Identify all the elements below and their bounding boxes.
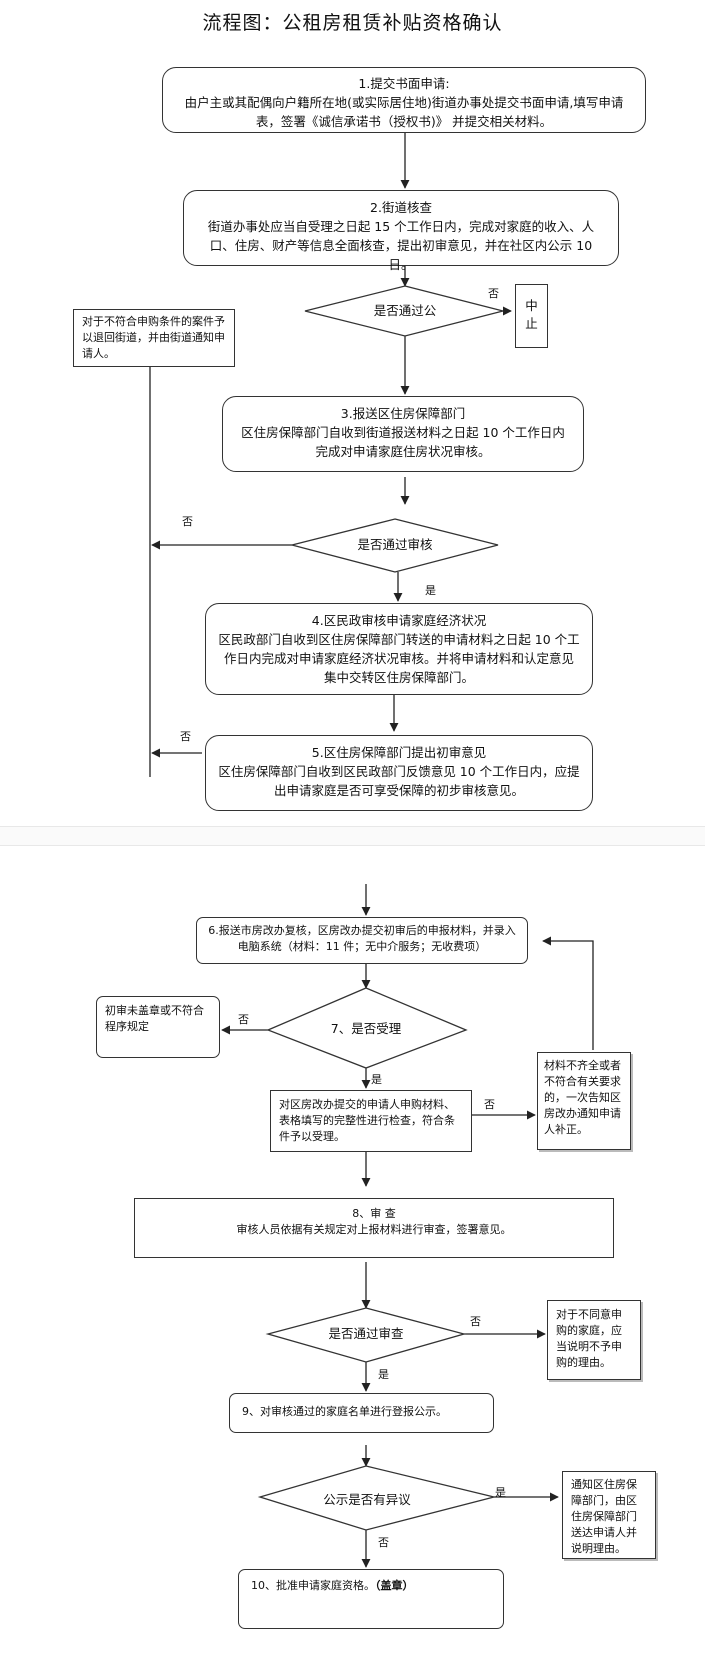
step-10-approve: 10、批准申请家庭资格。（盖章） — [238, 1569, 504, 1629]
label-no-check: 否 — [484, 1098, 495, 1111]
reject-8-text: 对于不同意申购的家庭，应当说明不予申购的理由。 — [556, 1308, 622, 1369]
step-9-text: 9、对审核通过的家庭名单进行登报公示。 — [242, 1405, 447, 1418]
reject-7-text: 初审未盖章或不符合程序规定 — [105, 1004, 204, 1033]
step-6-text: 6.报送市房改办复核，区房改办提交初审后的申报材料，并录入电脑系统（材料：11 … — [208, 924, 516, 953]
label-yes-d8: 是 — [378, 1368, 389, 1381]
decision-diamond-1 — [304, 285, 504, 337]
step-4-civil-affairs: 4.区民政审核申请家庭经济状况 区民政部门自收到区住房保障部门转送的申请材料之日… — [205, 603, 593, 695]
step-10-seal: （盖章） — [375, 1579, 414, 1592]
reject-note-box: 对于不符合申购条件的案件予以退回街道，并由街道通知申请人。 — [73, 309, 235, 367]
step-3-heading: 3.报送区住房保障部门 — [340, 406, 466, 421]
step-10-text: 10、批准申请家庭资格。 — [251, 1579, 375, 1592]
step-3-district-housing: 3.报送区住房保障部门 区住房保障部门自收到街道报送材料之日起 10 个工作日内… — [222, 396, 584, 472]
step-2-heading: 2.街道核查 — [370, 200, 432, 215]
decision-diamond-8 — [265, 1307, 467, 1363]
step-2-street-check: 2.街道核查 街道办事处应当自受理之日起 15 个工作日内，完成对家庭的收入、人… — [183, 190, 619, 272]
step-3-body: 区住房保障部门自收到街道报送材料之日起 10 个工作日内完成对申请家庭住房状况审… — [241, 425, 565, 459]
decision-7-text: 7、是否受理 — [330, 1021, 402, 1036]
incomplete-materials-box: 材料不齐全或者不符合有关要求的，一次告知区房改办通知申请人补正。 — [537, 1052, 631, 1150]
objection-notify-box: 通知区住房保障部门，由区住房保障部门送达申请人并说明理由。 — [562, 1471, 656, 1559]
decision-2-text: 是否通过审核 — [357, 537, 433, 552]
reject-note-text: 对于不符合申购条件的案件予以退回街道，并由街道通知申请人。 — [82, 315, 225, 360]
decision-diamond-7 — [266, 987, 468, 1069]
label-no-5: 否 — [180, 730, 191, 743]
objection-notify-text: 通知区住房保障部门，由区住房保障部门送达申请人并说明理由。 — [571, 1478, 637, 1555]
reject-8-box: 对于不同意申购的家庭，应当说明不予申购的理由。 — [547, 1300, 641, 1380]
decision-diamond-9 — [257, 1465, 495, 1531]
page-title: 流程图：公租房租赁补贴资格确认 — [202, 12, 503, 34]
decision-8-text: 是否通过审查 — [328, 1326, 404, 1341]
label-no-d7: 否 — [238, 1013, 249, 1026]
step-5-heading: 5.区住房保障部门提出初审意见 — [311, 745, 487, 760]
step-5-preliminary-opinion: 5.区住房保障部门提出初审意见 区住房保障部门自收到区民政部门反馈意见 10 个… — [205, 735, 593, 811]
step-8-body: 审核人员依据有关规定对上报材料进行审查，签署意见。 — [236, 1223, 512, 1236]
step-6-municipal-review: 6.报送市房改办复核，区房改办提交初审后的申报材料，并录入电脑系统（材料：11 … — [196, 917, 528, 964]
page-break — [0, 826, 705, 846]
step-2-body: 街道办事处应当自受理之日起 15 个工作日内，完成对家庭的收入、人口、住房、财产… — [207, 219, 595, 272]
label-yes-d7: 是 — [371, 1073, 382, 1086]
completeness-check-box: 对区房改办提交的申请人申购材料、表格填写的完整性进行检查，符合条件予以受理。 — [270, 1090, 472, 1152]
step-1-heading: 1.提交书面申请: — [358, 76, 450, 91]
label-no-d1: 否 — [488, 287, 499, 300]
step-8-heading: 8、审 查 — [352, 1207, 396, 1220]
label-no-d9: 否 — [378, 1536, 389, 1549]
reject-7-box: 初审未盖章或不符合程序规定 — [96, 996, 220, 1058]
step-4-heading: 4.区民政审核申请家庭经济状况 — [311, 613, 487, 628]
stop-box: 中止 — [515, 284, 548, 348]
label-yes-d2: 是 — [425, 584, 436, 597]
step-9-publicize: 9、对审核通过的家庭名单进行登报公示。 — [229, 1393, 494, 1433]
stop-text: 中止 — [525, 298, 538, 331]
decision-1-text: 是否通过公 — [373, 303, 437, 318]
step-5-body: 区住房保障部门自收到区民政部门反馈意见 10 个工作日内，应提出申请家庭是否可享… — [218, 764, 580, 798]
label-yes-d9: 是 — [495, 1486, 506, 1499]
label-no-d8: 否 — [470, 1315, 481, 1328]
decision-9-text: 公示是否有异议 — [323, 1492, 411, 1507]
step-1-submit-application: 1.提交书面申请: 由户主或其配偶向户籍所在地(或实际居住地)街道办事处提交书面… — [162, 67, 646, 133]
completeness-check-text: 对区房改办提交的申请人申购材料、表格填写的完整性进行检查，符合条件予以受理。 — [279, 1098, 455, 1143]
line-incomplete-back — [542, 936, 594, 1050]
step-4-body: 区民政部门自收到区住房保障部门转送的申请材料之日起 10 个工作日内完成对申请家… — [218, 632, 580, 685]
label-no-d2: 否 — [182, 515, 193, 528]
decision-diamond-2 — [291, 518, 499, 573]
incomplete-materials-text: 材料不齐全或者不符合有关要求的，一次告知区房改办通知申请人补正。 — [544, 1059, 621, 1136]
step-1-body: 由户主或其配偶向户籍所在地(或实际居住地)街道办事处提交书面申请,填写申请表，签… — [184, 95, 624, 129]
step-8-review: 8、审 查 审核人员依据有关规定对上报材料进行审查，签署意见。 — [134, 1198, 614, 1258]
